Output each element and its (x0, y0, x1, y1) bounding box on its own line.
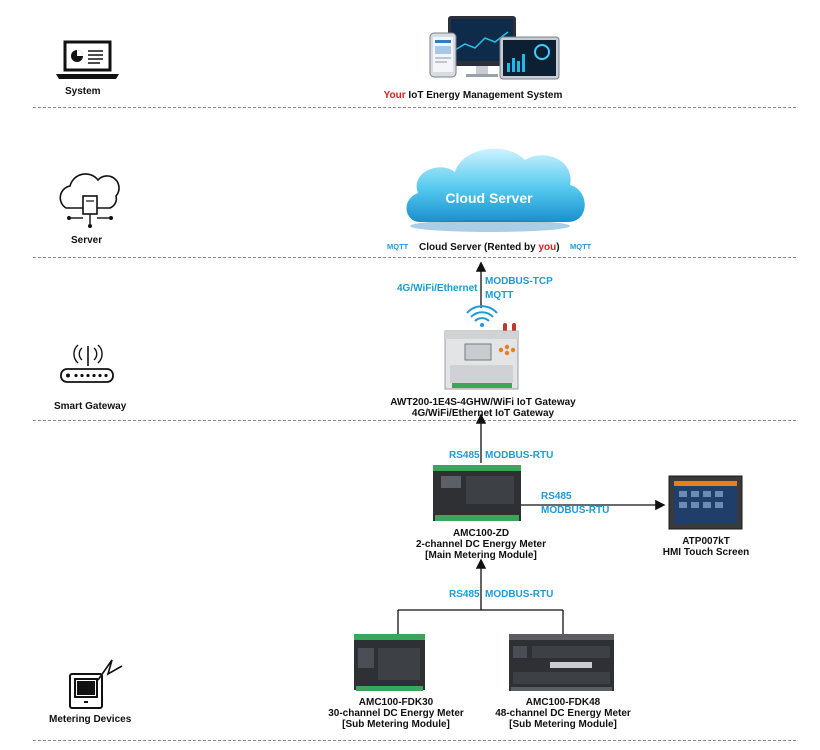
sub-link-modbus-rtu: MODBUS-RTU (485, 589, 554, 600)
layer-label-gateway: Smart Gateway (54, 401, 127, 412)
hmi-link-modbus-rtu: MODBUS-RTU (541, 505, 610, 516)
gateway-link-network: 4G/WiFi/Ethernet (397, 283, 478, 294)
cloud-caption-post: ) (556, 242, 560, 253)
cloud-server-label: Cloud Server (445, 190, 533, 206)
main-meter-description: 2-channel DC Energy Meter (415, 539, 547, 550)
gateway-link-mqtt: MQTT (485, 290, 514, 301)
gateway-model: AWT200-1E4S-4GHW/WiFi IoT Gateway (390, 397, 576, 408)
divider-gateway (33, 420, 796, 421)
sub-meter-1-description: 30-channel DC Energy Meter (328, 708, 464, 719)
main-link-modbus-rtu: MODBUS-RTU (485, 450, 554, 461)
sub-meter-2-model: AMC100-FDK48 (525, 697, 601, 708)
ems-title-rest: IoT Energy Management System (405, 90, 563, 101)
sub-meter-2-description: 48-channel DC Energy Meter (495, 708, 631, 719)
sub-link-rs485: RS485 (449, 589, 480, 600)
cloud-mqtt-left-tag: MQTT (387, 242, 409, 251)
ems-title: Your IoT Energy Management System (368, 90, 578, 102)
sub-meter-1-model: AMC100-FDK30 (358, 697, 434, 708)
gateway-description: 4G/WiFi/Ethernet IoT Gateway (411, 408, 555, 419)
divider-system (33, 107, 796, 108)
layer-label-server: Server (71, 235, 103, 246)
hmi-link-rs485: RS485 (541, 491, 572, 502)
hmi-description: HMI Touch Screen (662, 547, 750, 558)
layer-label-metering: Metering Devices (49, 714, 132, 725)
cloud-server-caption: Cloud Server (Rented by you) (419, 242, 560, 254)
cloud-caption-highlight: you (538, 242, 557, 253)
sub-meter-2-role: [Sub Metering Module] (509, 719, 617, 730)
sub-meter-1-role: [Sub Metering Module] (342, 719, 450, 730)
layer-label-system: System (65, 86, 101, 97)
divider-metering (33, 740, 796, 741)
main-meter-model: AMC100-ZD (452, 528, 510, 539)
main-link-rs485: RS485 (449, 450, 480, 461)
gateway-link-modbus-tcp: MODBUS-TCP (485, 276, 553, 287)
cloud-mqtt-right-tag: MQTT (570, 242, 592, 251)
ems-title-highlight: Your (383, 90, 406, 101)
cloud-caption-pre: Cloud Server (Rented by (419, 242, 539, 253)
divider-server (33, 257, 796, 258)
main-meter-role: [Main Metering Module] (425, 550, 537, 561)
hmi-model: ATP007kT (682, 536, 730, 547)
